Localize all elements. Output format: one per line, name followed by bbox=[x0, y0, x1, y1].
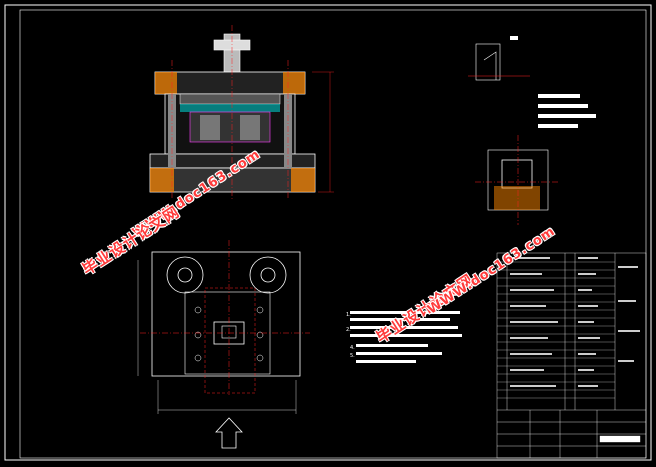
note-line-4: 5. bbox=[350, 353, 355, 359]
notes-bars bbox=[350, 311, 462, 363]
drawing-inner-border bbox=[19, 9, 647, 459]
plan-view bbox=[137, 240, 310, 449]
bom-table bbox=[496, 252, 647, 459]
note-line-1: 1. bbox=[346, 312, 351, 318]
drawing-border bbox=[4, 4, 652, 461]
detail-view-strip bbox=[468, 36, 560, 225]
note-line-2: 2. bbox=[346, 327, 351, 333]
bom-cell-fills bbox=[510, 257, 640, 387]
bom-rows bbox=[497, 261, 615, 399]
front-section-view bbox=[149, 25, 334, 200]
note-line-3: 4. bbox=[350, 345, 355, 351]
top-notes-bars bbox=[538, 94, 596, 128]
